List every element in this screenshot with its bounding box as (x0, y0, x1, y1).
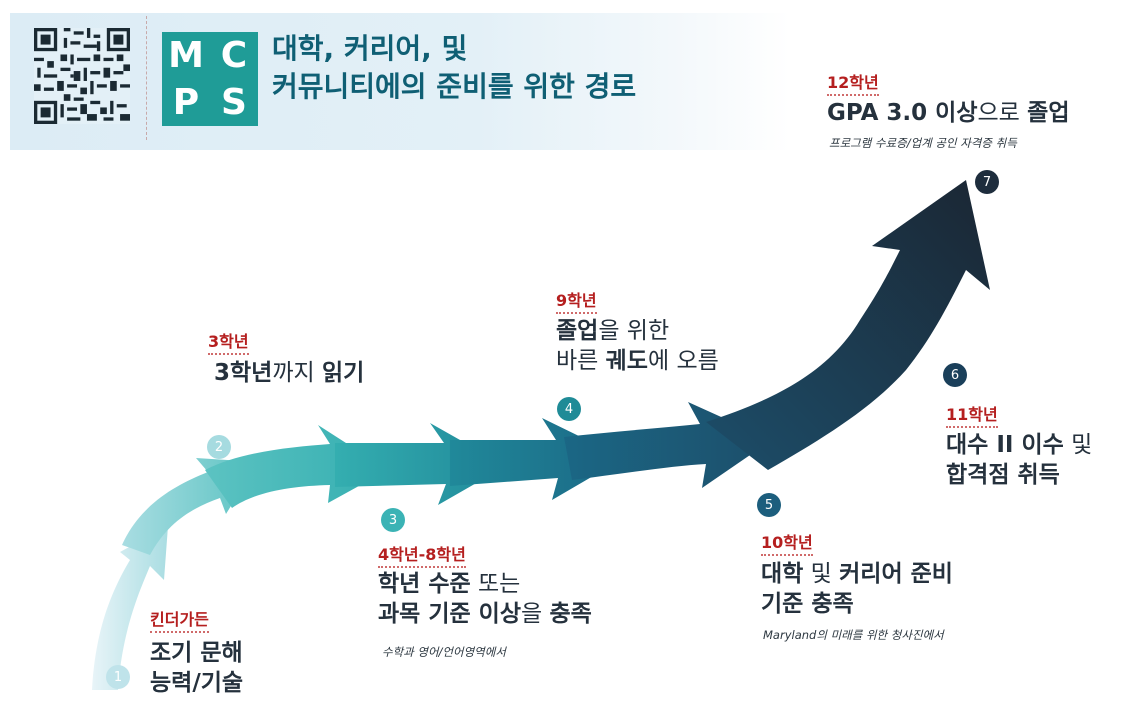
grade-label-kindergarten: 킨더가든 (150, 610, 209, 633)
arrow-segment-7 (706, 180, 990, 470)
goal-2-bold1: 3학년 (214, 360, 273, 386)
goal-5-l1-bold1: 대학 (761, 561, 804, 587)
header-banner (10, 13, 790, 150)
goal-1-line2: 능력/기술 (150, 670, 244, 696)
note-5: Maryland의 미래를 위한 청사진에서 (763, 628, 944, 642)
logo-letter: M (168, 34, 204, 76)
goal-text-5: 대학 및 커리어 준비 기준 충족 (761, 559, 953, 619)
grade-label-12: 12학년 (827, 73, 879, 96)
step-marker-3: 3 (381, 508, 405, 532)
step-marker-4: 4 (557, 397, 581, 421)
goal-7-bold1: GPA 3.0 이상 (827, 100, 978, 126)
step-marker-1: 1 (106, 665, 130, 689)
grade-label-9: 9학년 (556, 291, 597, 314)
goal-5-l1-bold2: 커리어 준비 (839, 561, 953, 587)
qr-code-icon[interactable] (34, 28, 130, 124)
goal-4-l1-rest: 을 위한 (598, 318, 670, 344)
goal-4-l2-rest: 에 오름 (647, 348, 719, 374)
arrow-segment-1 (92, 526, 168, 690)
goal-5-l1-mid: 및 (803, 561, 840, 587)
goal-7-bold2: 졸업 (1027, 100, 1070, 126)
goal-4-l1-bold: 졸업 (556, 318, 599, 344)
goal-3-l2-mid: 을 (520, 601, 550, 627)
goal-3-l2-bold: 과목 기준 이상 (378, 601, 521, 627)
goal-text-3: 학년 수준 또는 과목 기준 이상을 충족 (378, 569, 592, 629)
grade-label-11: 11학년 (946, 405, 998, 428)
goal-1-line1: 조기 문해 (150, 640, 243, 666)
goal-3-l1-rest: 또는 (470, 571, 521, 597)
header-divider (146, 16, 147, 140)
goal-7-mid: 으로 (977, 100, 1028, 126)
step-marker-2: 2 (207, 435, 231, 459)
title-line-1: 대학, 커리어, 및 (272, 32, 468, 65)
goal-2-bold2: 읽기 (321, 360, 365, 386)
grade-label-4-8: 4학년-8학년 (378, 545, 466, 568)
page-title: 대학, 커리어, 및 커뮤니티에의 준비를 위한 경로 (272, 30, 772, 106)
grade-label-3: 3학년 (208, 332, 249, 355)
step-marker-5: 5 (757, 493, 781, 517)
goal-3-l2-bold2: 충족 (549, 601, 592, 627)
goal-4-l2-pre: 바른 (556, 348, 606, 374)
goal-3-l1-bold: 학년 수준 (378, 571, 471, 597)
goal-text-1: 조기 문해 능력/기술 (150, 638, 243, 698)
goal-5-l2-bold: 기준 충족 (761, 591, 854, 617)
goal-text-2: 3학년까지 읽기 (214, 358, 364, 388)
logo-letter: C (220, 34, 248, 76)
step-marker-6: 6 (943, 363, 967, 387)
mcps-logo: M C P S (162, 32, 258, 126)
logo-letter: P (172, 81, 200, 123)
grade-label-10: 10학년 (761, 533, 813, 556)
goal-text-6: 대수 II 이수 및 합격점 취득 (946, 430, 1092, 490)
goal-text-4: 졸업을 위한 바른 궤도에 오름 (556, 316, 719, 376)
goal-6-l1-bold: 대수 II 이수 (946, 432, 1064, 458)
title-line-2: 커뮤니티에의 준비를 위한 경로 (272, 70, 637, 103)
note-3: 수학과 영어/언어영역에서 (382, 645, 506, 659)
goal-6-l1-rest: 및 (1063, 432, 1093, 458)
goal-6-l2-bold: 합격점 취득 (946, 462, 1060, 488)
step-marker-7: 7 (975, 170, 999, 194)
note-7: 프로그램 수료증/업계 공인 자격증 취득 (829, 136, 1017, 150)
goal-text-7: GPA 3.0 이상으로 졸업 (827, 98, 1069, 128)
goal-4-l2-bold: 궤도 (605, 348, 648, 374)
goal-2-mid: 까지 (272, 360, 322, 386)
logo-letter: S (221, 81, 247, 123)
